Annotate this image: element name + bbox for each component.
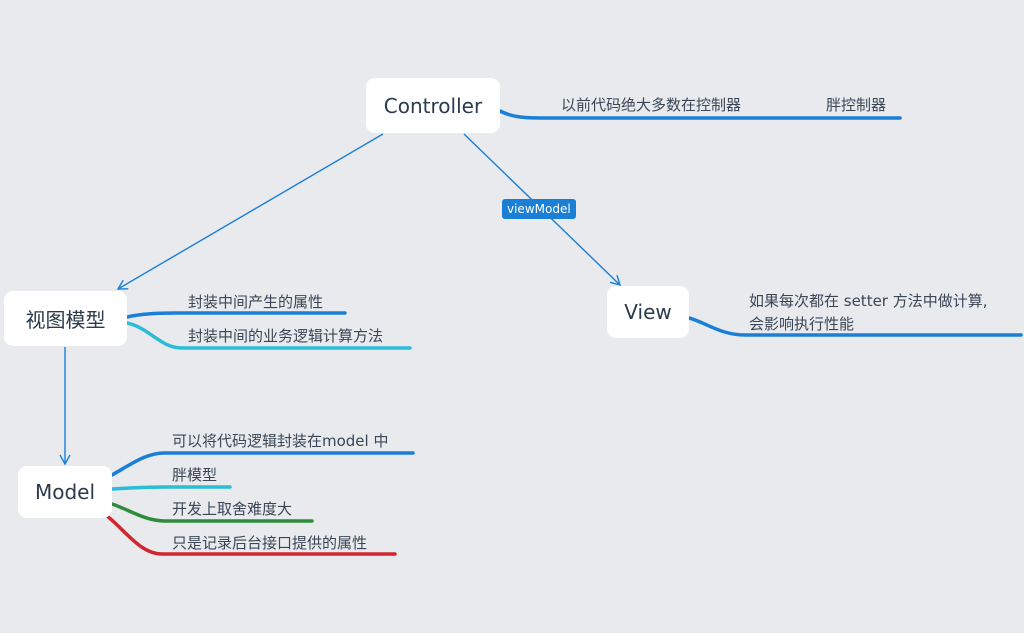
branch-view-text-1: 如果每次都在 setter 方法中做计算, — [749, 292, 988, 310]
branch-viewmodel-text-2: 封装中间的业务逻辑计算方法 — [188, 327, 384, 345]
branch-viewmodel-line-2 — [125, 321, 412, 350]
branch-model-text-2: 胖模型 — [172, 466, 218, 484]
branch-controller-line — [498, 109, 902, 120]
node-view-label: View — [624, 300, 672, 324]
edge-label-viewmodel: viewModel — [502, 199, 576, 219]
branch-model-line-1 — [110, 451, 415, 477]
node-viewmodel-label: 视图模型 — [25, 308, 106, 332]
branch-model-line-2 — [110, 485, 232, 491]
branch-viewmodel-line-1 — [125, 311, 347, 319]
node-controller[interactable]: Controller — [366, 78, 500, 133]
branch-model-line-4 — [105, 514, 397, 556]
node-model[interactable]: Model — [18, 466, 112, 518]
node-view[interactable]: View — [607, 286, 689, 338]
node-controller-label: Controller — [383, 93, 483, 118]
branch-viewmodel-text-1: 封装中间产生的属性 — [188, 293, 324, 311]
branch-controller-text-2: 胖控制器 — [826, 96, 887, 114]
branch-view-text-2: 会影响执行性能 — [749, 315, 855, 333]
branch-controller-text-1: 以前代码绝大多数在控制器 — [561, 96, 742, 114]
connector-controller-viewmodel — [116, 133, 384, 290]
branch-view-line — [687, 316, 1023, 337]
branch-model-line-3 — [110, 502, 314, 523]
branch-model-text-3: 开发上取舍难度大 — [172, 500, 293, 518]
branch-model-text-4: 只是记录后台接口提供的属性 — [172, 534, 368, 552]
branch-model-text-1: 可以将代码逻辑封装在model 中 — [172, 432, 389, 450]
node-model-label: Model — [34, 480, 96, 504]
node-viewmodel[interactable]: 视图模型 — [4, 291, 127, 346]
